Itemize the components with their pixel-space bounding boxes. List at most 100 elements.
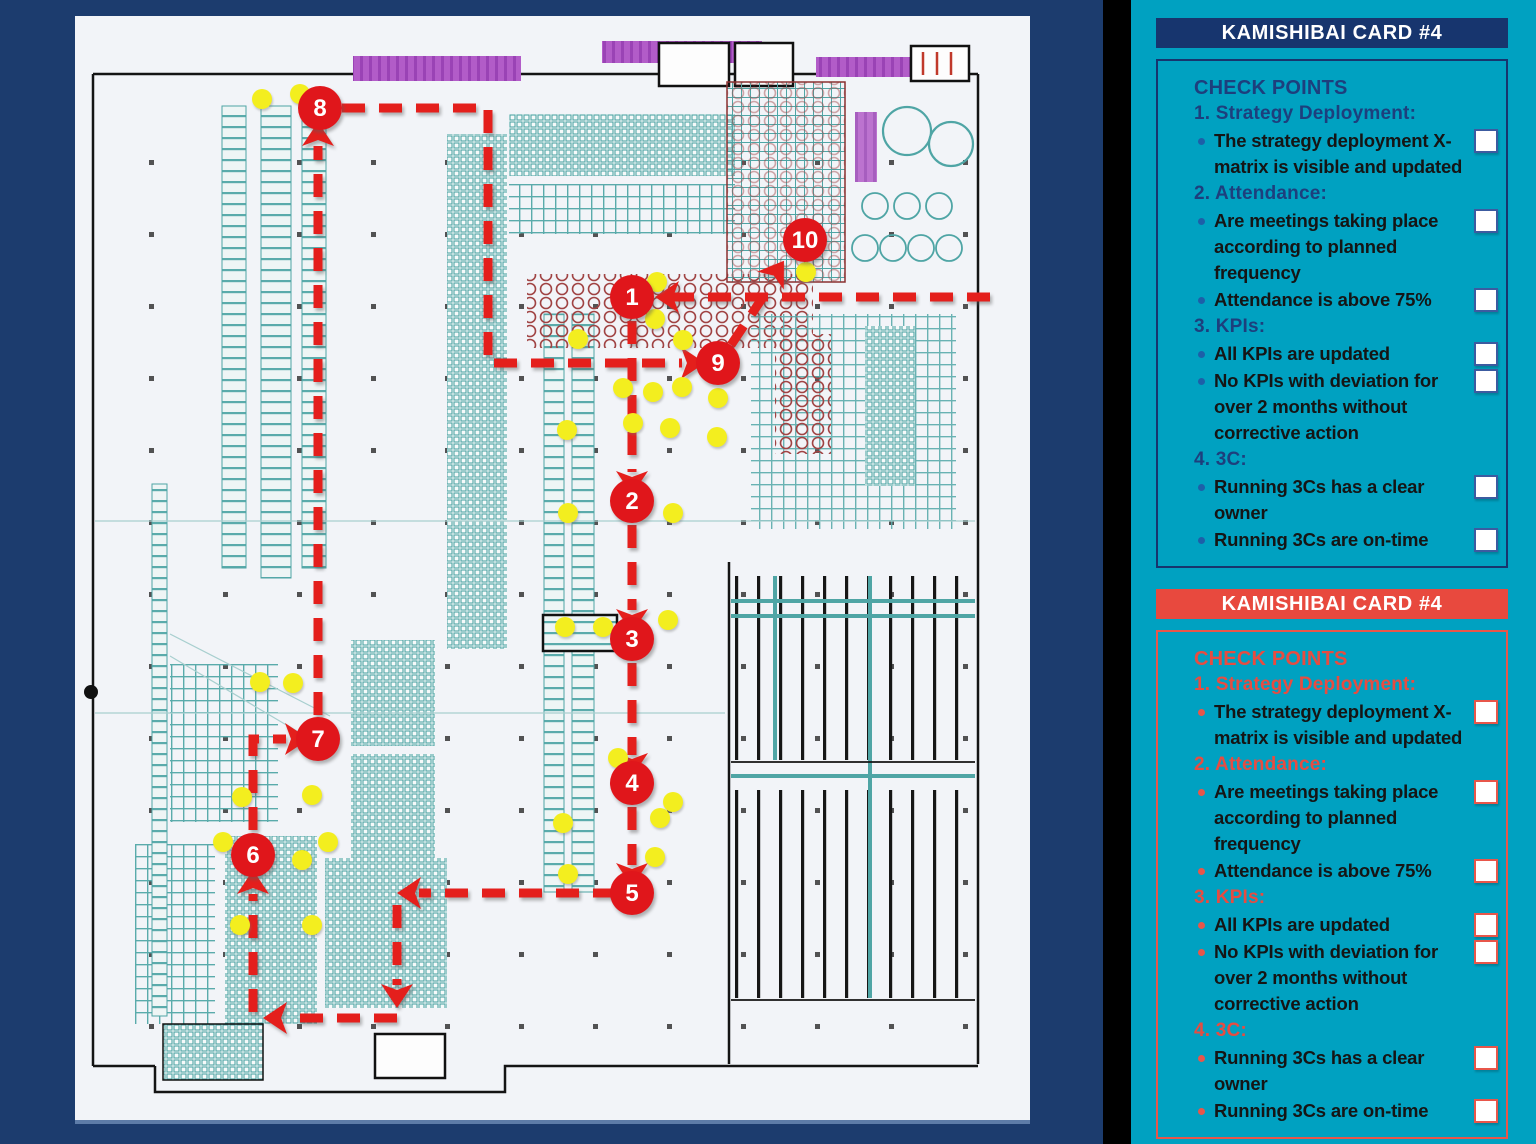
audit-point-dot	[623, 413, 643, 433]
audit-point-dot	[708, 388, 728, 408]
route-stop-circle	[610, 479, 654, 523]
checklist-item-text: Are meetings taking place according to p…	[1214, 210, 1439, 283]
audit-point-dot	[796, 262, 816, 282]
audit-point-dot	[292, 850, 312, 870]
audit-point-dot	[645, 847, 665, 867]
route-arrow-icon	[302, 122, 334, 146]
checklist-item-text: Running 3Cs are on-time	[1214, 1100, 1429, 1121]
checkbox[interactable]	[1474, 475, 1498, 499]
route-arrow-icon	[237, 870, 269, 894]
route-stop-circle	[231, 833, 275, 877]
route-stop-number: 4	[625, 770, 639, 797]
route-stop-number: 6	[246, 842, 259, 869]
route-stop-marker-6: 6	[231, 833, 275, 877]
gemba-walk-route	[237, 103, 990, 1034]
checklist-item-text: All KPIs are updated	[1214, 914, 1390, 935]
route-stop-marker-4: 4	[610, 761, 654, 805]
route-arrow-icon	[397, 877, 421, 909]
route-stop-circle	[296, 717, 340, 761]
checkbox[interactable]	[1474, 780, 1498, 804]
route-stop-circle	[610, 617, 654, 661]
audit-point-dot	[553, 813, 573, 833]
check-points-heading: CHECK POINTS	[1194, 648, 1348, 670]
audit-point-dots	[213, 84, 816, 935]
checklist-item: No KPIs with deviation for over 2 months…	[1168, 939, 1498, 1017]
route-stop-marker-9: 9	[696, 341, 740, 385]
checklist-item: Running 3Cs are on-time	[1168, 1098, 1498, 1124]
checklist-item-text: Running 3Cs has a clear owner	[1214, 1047, 1425, 1094]
kamishibai-card: KAMISHIBAI CARD #4 CHECK POINTS 1. Strat…	[1156, 18, 1508, 568]
checkbox[interactable]	[1474, 528, 1498, 552]
checklist-item-text: No KPIs with deviation for over 2 months…	[1214, 941, 1439, 1014]
kamishibai-card: KAMISHIBAI CARD #4 CHECK POINTS 1. Strat…	[1156, 589, 1508, 1139]
checklist-item-text: The strategy deployment X-matrix is visi…	[1214, 130, 1463, 177]
checklist-item: The strategy deployment X-matrix is visi…	[1168, 128, 1498, 180]
audit-point-dot	[213, 832, 233, 852]
audit-point-dot	[250, 672, 270, 692]
route-stop-number: 10	[792, 227, 819, 254]
card-header: KAMISHIBAI CARD #4	[1156, 589, 1508, 619]
section-heading: 3. KPIs:	[1194, 887, 1266, 908]
card-header: KAMISHIBAI CARD #4	[1156, 18, 1508, 48]
section-heading: 4. 3C:	[1194, 449, 1247, 470]
checkbox[interactable]	[1474, 288, 1498, 312]
checklist-item-text: Attendance is above 75%	[1214, 860, 1432, 881]
section-heading: 1. Strategy Deployment:	[1194, 674, 1417, 695]
route-segment	[248, 734, 286, 830]
route-arrow-icon	[263, 1002, 287, 1034]
checklist-item-text: Running 3Cs are on-time	[1214, 529, 1429, 550]
checklist-item: All KPIs are updated	[1168, 912, 1498, 938]
checklist-item-text: Running 3Cs has a clear owner	[1214, 476, 1425, 523]
audit-point-dot	[663, 792, 683, 812]
checkbox[interactable]	[1474, 940, 1498, 964]
checklist-item-text: Attendance is above 75%	[1214, 289, 1432, 310]
checkbox[interactable]	[1474, 1099, 1498, 1123]
audit-point-dot	[663, 503, 683, 523]
checklist-item-text: The strategy deployment X-matrix is visi…	[1214, 701, 1463, 748]
checkbox[interactable]	[1474, 342, 1498, 366]
checklist-item: Running 3Cs are on-time	[1168, 527, 1498, 553]
section-heading: 2. Attendance:	[1194, 183, 1328, 204]
checkbox[interactable]	[1474, 129, 1498, 153]
route-stop-marker-3: 3	[610, 617, 654, 661]
audit-point-dot	[232, 787, 252, 807]
checklist-item: Running 3Cs has a clear owner	[1168, 474, 1498, 526]
route-stop-number: 7	[311, 726, 324, 753]
audit-point-dot	[645, 309, 665, 329]
audit-point-dot	[555, 617, 575, 637]
route-arrow-icon	[381, 984, 413, 1008]
section-heading: 1. Strategy Deployment:	[1194, 103, 1417, 124]
section-heading: 4. 3C:	[1194, 1020, 1247, 1041]
route-stop-circle	[298, 86, 342, 130]
checkbox[interactable]	[1474, 700, 1498, 724]
route-stop-marker-8: 8	[298, 86, 342, 130]
route-segment	[727, 288, 771, 348]
checkbox[interactable]	[1474, 369, 1498, 393]
checklist-item: Running 3Cs has a clear owner	[1168, 1045, 1498, 1097]
audit-point-dot	[658, 610, 678, 630]
card-body: CHECK POINTS 1. Strategy Deployment:The …	[1156, 59, 1508, 568]
audit-point-dot	[643, 382, 663, 402]
checkbox[interactable]	[1474, 859, 1498, 883]
audit-point-dot	[647, 272, 667, 292]
audit-point-dot	[660, 418, 680, 438]
floor-plan-drawing	[84, 41, 980, 1094]
checklist-item: Attendance is above 75%	[1168, 287, 1498, 313]
card-list: KAMISHIBAI CARD #4 CHECK POINTS 1. Strat…	[1156, 18, 1508, 1139]
checkbox[interactable]	[1474, 913, 1498, 937]
route-arrow-icon	[655, 281, 679, 313]
audit-point-dot	[672, 377, 692, 397]
checkbox[interactable]	[1474, 209, 1498, 233]
checklist-item: Attendance is above 75%	[1168, 858, 1498, 884]
checkbox[interactable]	[1474, 1046, 1498, 1070]
route-stop-marker-7: 7	[296, 717, 340, 761]
card-title: KAMISHIBAI CARD #4	[1221, 592, 1443, 615]
route-stop-circle	[783, 218, 827, 262]
audit-point-dot	[557, 420, 577, 440]
checklist-item: Are meetings taking place according to p…	[1168, 208, 1498, 286]
check-point-sections: 1. Strategy Deployment: The strategy depl…	[1168, 672, 1498, 1124]
check-point-sections: 1. Strategy Deployment: The strategy depl…	[1168, 101, 1498, 553]
route-stop-circle	[610, 761, 654, 805]
